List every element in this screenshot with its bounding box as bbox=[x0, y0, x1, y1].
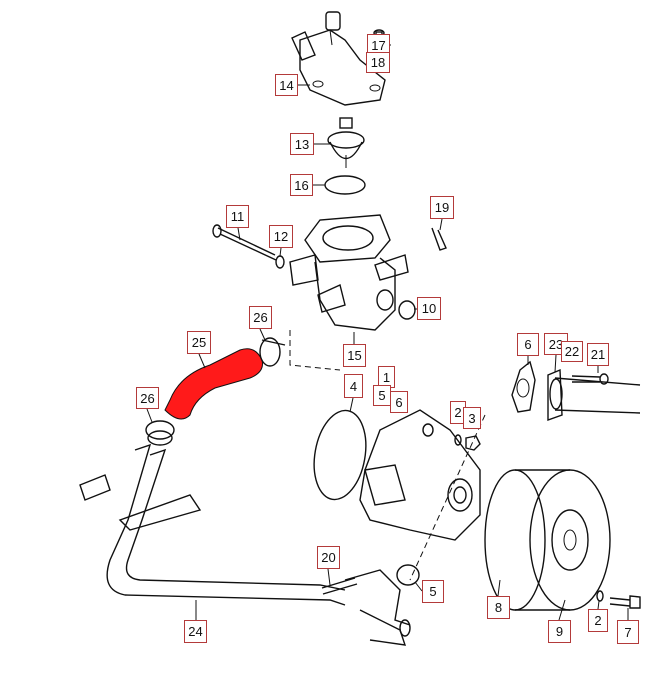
callout-6[interactable]: 6 bbox=[390, 391, 408, 413]
callout-26-left[interactable]: 26 bbox=[136, 387, 159, 409]
callout-9[interactable]: 9 bbox=[548, 620, 571, 643]
hose-clamp-26-top bbox=[259, 337, 286, 367]
bolt-21 bbox=[571, 373, 609, 385]
clip-19 bbox=[431, 227, 447, 251]
callout-18[interactable]: 18 bbox=[366, 52, 390, 73]
callout-24[interactable]: 24 bbox=[184, 620, 207, 643]
pulley bbox=[484, 469, 611, 611]
callout-6-right[interactable]: 6 bbox=[517, 333, 539, 356]
callout-14[interactable]: 14 bbox=[275, 74, 298, 96]
callout-22[interactable]: 22 bbox=[561, 341, 583, 362]
callout-7[interactable]: 7 bbox=[617, 620, 639, 644]
hose-clamp-26-left bbox=[145, 420, 175, 446]
callout-5-bottom[interactable]: 5 bbox=[422, 580, 444, 603]
callout-17[interactable]: 17 bbox=[367, 34, 390, 56]
flange-pipe-23 bbox=[547, 368, 641, 421]
washer-2-bottom bbox=[596, 590, 604, 602]
thermostat bbox=[327, 117, 365, 168]
coolant-hose-25-highlighted bbox=[164, 348, 263, 420]
callout-13[interactable]: 13 bbox=[290, 133, 314, 155]
o-ring-5 bbox=[396, 564, 420, 586]
leader-lines bbox=[146, 44, 629, 621]
washer-12 bbox=[275, 255, 285, 269]
washer-nut-2-3 bbox=[454, 434, 481, 451]
callout-11[interactable]: 11 bbox=[226, 205, 249, 228]
thermostat-housing bbox=[289, 214, 409, 331]
gasket-10 bbox=[398, 300, 416, 320]
callout-20[interactable]: 20 bbox=[317, 546, 340, 569]
gasket-6-right bbox=[511, 360, 536, 413]
callout-15[interactable]: 15 bbox=[343, 344, 366, 367]
callout-5[interactable]: 5 bbox=[373, 385, 391, 406]
callout-10[interactable]: 10 bbox=[417, 297, 441, 320]
callout-3[interactable]: 3 bbox=[463, 407, 481, 429]
o-ring-16 bbox=[324, 175, 366, 195]
bolt-7 bbox=[609, 595, 641, 609]
callout-21[interactable]: 21 bbox=[587, 343, 609, 366]
callout-26-top[interactable]: 26 bbox=[249, 306, 272, 329]
callout-12[interactable]: 12 bbox=[269, 225, 293, 248]
callout-8[interactable]: 8 bbox=[487, 596, 510, 619]
callout-16[interactable]: 16 bbox=[290, 174, 313, 196]
callout-2-bottom[interactable]: 2 bbox=[588, 609, 608, 632]
callout-4[interactable]: 4 bbox=[344, 374, 363, 398]
water-pump bbox=[313, 409, 481, 541]
thermostat-cover bbox=[291, 11, 386, 106]
coolant-pipe-24 bbox=[79, 443, 411, 646]
bolt-20 bbox=[321, 577, 358, 595]
bolt-11 bbox=[212, 224, 277, 261]
callout-19[interactable]: 19 bbox=[430, 196, 454, 219]
callout-25[interactable]: 25 bbox=[187, 331, 211, 354]
